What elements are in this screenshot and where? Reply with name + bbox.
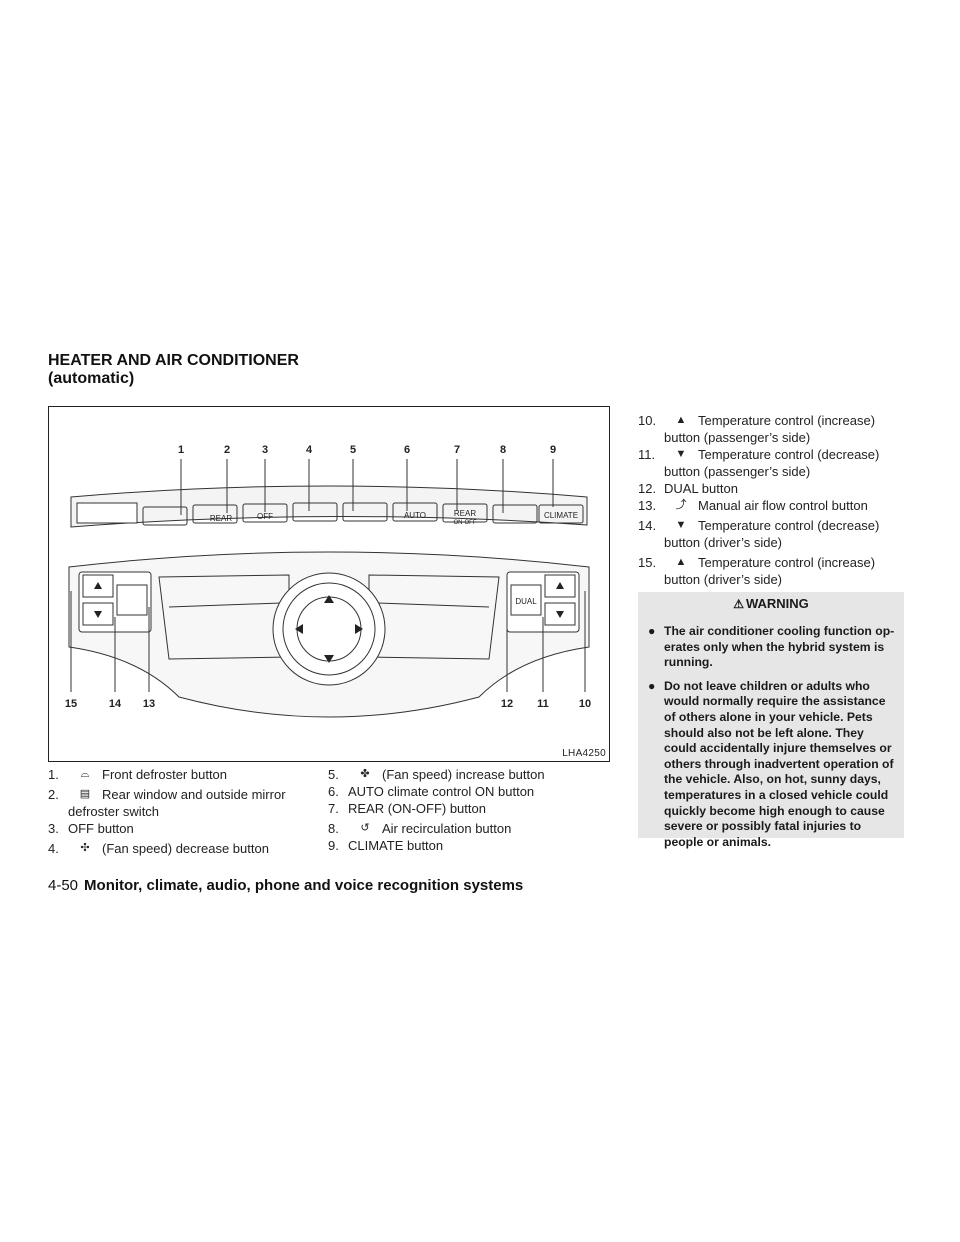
callout-3: 3 — [262, 444, 268, 456]
callout-10: 10 — [579, 698, 591, 710]
down-arrow-icon: ▼ — [675, 519, 687, 531]
callout-4: 4 — [306, 444, 313, 456]
panel-label-auto: AUTO — [404, 511, 426, 520]
legend-column-1: 1. ⌓Front defroster button 2. ▤Rear wind… — [48, 766, 318, 857]
warning-box: ⚠WARNING ●The air conditioner cooling fu… — [638, 592, 904, 849]
callout-13: 13 — [143, 698, 155, 710]
list-item: 9. CLIMATE button — [328, 838, 444, 853]
rear-defroster-icon: ▤ — [79, 788, 91, 800]
callout-9: 9 — [550, 444, 556, 456]
callout-14: 14 — [109, 698, 122, 710]
callout-7: 7 — [454, 444, 460, 456]
figure-id: LHA4250 — [562, 748, 606, 759]
panel-label-climate: CLIMATE — [544, 511, 578, 520]
page-number: 4-50 — [48, 877, 79, 894]
list-item: 2. ▤Rear window and outside mirror defro… — [48, 787, 286, 819]
callout-11: 11 — [537, 698, 549, 710]
section-title: Monitor, climate, audio, phone and voice… — [84, 877, 524, 894]
list-item: 11. ▼Temperature control (decrease) butt… — [638, 447, 880, 479]
panel-label-on-off: ON-OFF — [454, 520, 477, 526]
front-defroster-icon: ⌓ — [80, 768, 90, 780]
up-arrow-icon: ▲ — [675, 414, 687, 426]
list-item: 15. ▲Temperature control (increase) butt… — [638, 555, 876, 587]
heading-line-1: HEATER AND AIR CONDITIONER — [48, 352, 299, 369]
warning-icon: ⚠ — [733, 597, 744, 611]
panel-label-rear-2: REAR — [454, 509, 476, 518]
panel-label-off: OFF — [257, 512, 273, 521]
fan-small-icon: ✣ — [80, 842, 90, 854]
legend-column-3: 10. ▲Temperature control (increase) butt… — [638, 412, 904, 588]
climate-panel-figure: 1 2 3 4 5 6 7 8 9 15 14 13 12 11 10 REAR… — [48, 406, 610, 762]
callout-1: 1 — [178, 444, 184, 456]
panel-label-dual: DUAL — [515, 597, 537, 606]
callout-8: 8 — [500, 444, 506, 456]
callout-2: 2 — [224, 444, 230, 456]
list-item: 7. REAR (ON-OFF) button — [328, 801, 486, 816]
warning-title: ⚠WARNING — [733, 596, 809, 611]
manual-airflow-icon: ⤴ — [675, 499, 687, 511]
legend-column-2: 5. ✤(Fan speed) increase button 6. AUTO … — [328, 766, 610, 854]
list-item: 10. ▲Temperature control (increase) butt… — [638, 413, 876, 445]
climate-panel-drawing: 1 2 3 4 5 6 7 8 9 15 14 13 12 11 10 REAR… — [65, 444, 591, 718]
panel-label-rear: REAR — [210, 514, 232, 523]
list-item: 14. ▼Temperature control (decrease) butt… — [638, 518, 880, 550]
list-item: 13. ⤴Manual air flow control button — [638, 498, 868, 513]
recirculation-icon: ↺ — [360, 822, 370, 834]
heading-line-2: (automatic) — [48, 370, 135, 387]
list-item: 6. AUTO climate control ON button — [328, 784, 535, 799]
down-arrow-icon: ▼ — [675, 448, 687, 460]
list-item: 8. ↺Air recirculation button — [328, 821, 512, 836]
warning-bullet: ●Do not leave children or adults who wou… — [648, 678, 894, 849]
list-item: 4. ✣(Fan speed) decrease button — [48, 841, 269, 856]
callout-12: 12 — [501, 698, 513, 710]
list-item: 1. ⌓Front defroster button — [48, 767, 228, 782]
callout-5: 5 — [350, 444, 356, 456]
callout-6: 6 — [404, 444, 410, 456]
list-item: 3. OFF button — [48, 821, 134, 836]
callout-15: 15 — [65, 698, 77, 710]
section-heading: HEATER AND AIR CONDITIONER (automatic) — [48, 352, 299, 388]
fan-large-icon: ✤ — [360, 768, 370, 780]
page-footer: 4-50 Monitor, climate, audio, phone and v… — [48, 877, 523, 894]
list-item: 5. ✤(Fan speed) increase button — [328, 767, 545, 782]
up-arrow-icon: ▲ — [675, 556, 687, 568]
list-item: 12. DUAL button — [638, 481, 738, 496]
warning-bullet: ●The air conditioner cooling function op… — [648, 624, 895, 670]
